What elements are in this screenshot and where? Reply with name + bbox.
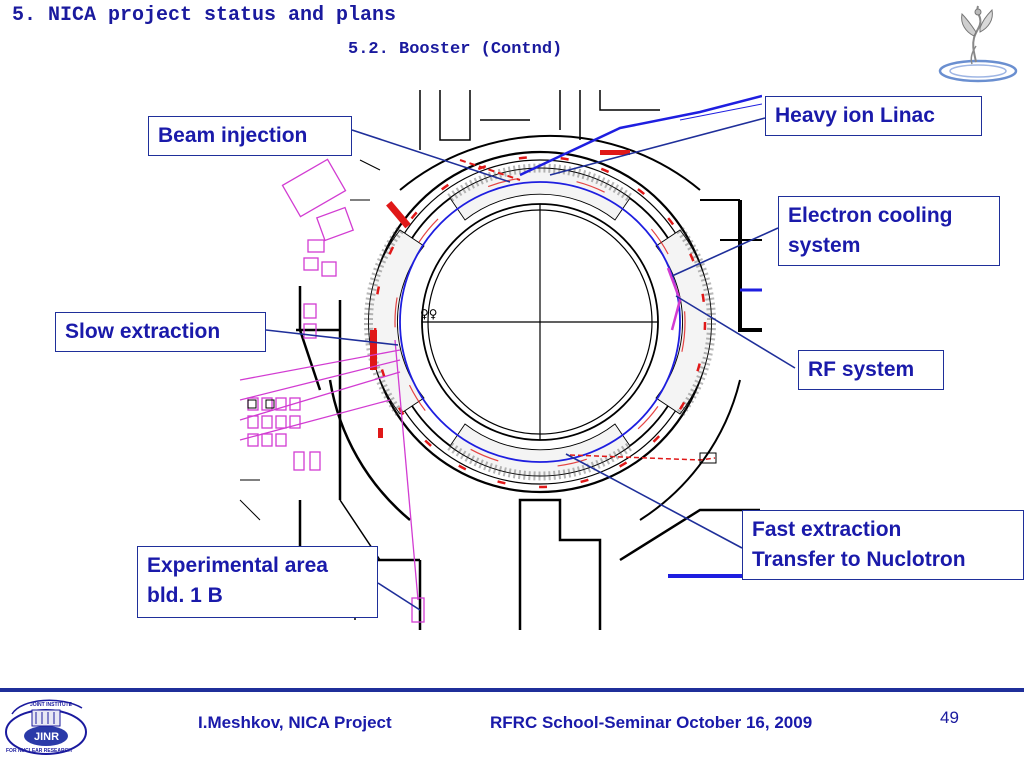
callout-heavy-ion-linac-label: Heavy ion Linac (775, 104, 935, 127)
magnet-block-left (363, 227, 425, 417)
footer-author: I.Meshkov, NICA Project (198, 713, 392, 732)
callout-electron-cooling: Electron cooling system (778, 196, 1000, 266)
callout-experimental-area: Experimental area bld. 1 B (137, 546, 378, 618)
jinr-logo-text: JINR (34, 731, 60, 743)
slide-title: 5. NICA project status and plans (12, 4, 397, 27)
callout-beam-injection: Beam injection (148, 116, 352, 156)
footer-event: RFRC School-Seminar October 16, 2009 (490, 713, 813, 732)
callout-experimental-area-line2: bld. 1 B (147, 584, 223, 607)
callout-beam-injection-label: Beam injection (158, 124, 308, 147)
callout-fast-extraction: Fast extraction Transfer to Nuclotron (742, 510, 1024, 580)
svg-text:♀♀: ♀♀ (420, 307, 438, 321)
callout-rf-system: RF system (798, 350, 944, 390)
page-number: 49 (940, 708, 959, 727)
jinr-logo-icon (5, 699, 87, 755)
callout-slow-extraction: Slow extraction (55, 312, 266, 352)
blue-underline-mark (668, 574, 742, 578)
callout-fast-extraction-line2: Transfer to Nuclotron (752, 548, 966, 571)
callout-fast-extraction-line1: Fast extraction (752, 518, 902, 541)
callout-electron-cooling-line2: system (788, 234, 861, 257)
jinr-logo-top-caption: JOINT INSTITUTE (30, 702, 72, 708)
callout-experimental-area-line1: Experimental area (147, 554, 328, 577)
nica-logo-icon (938, 5, 1018, 83)
slide-subtitle: 5.2. Booster (Contnd) (348, 40, 563, 59)
jinr-logo-bottom-caption: FOR NUCLEAR RESEARCH (6, 748, 72, 754)
callout-slow-extraction-label: Slow extraction (65, 320, 221, 343)
footer-divider (0, 688, 1024, 692)
callout-heavy-ion-linac: Heavy ion Linac (765, 96, 982, 136)
callout-rf-system-label: RF system (808, 358, 915, 381)
callout-electron-cooling-line1: Electron cooling (788, 204, 953, 227)
